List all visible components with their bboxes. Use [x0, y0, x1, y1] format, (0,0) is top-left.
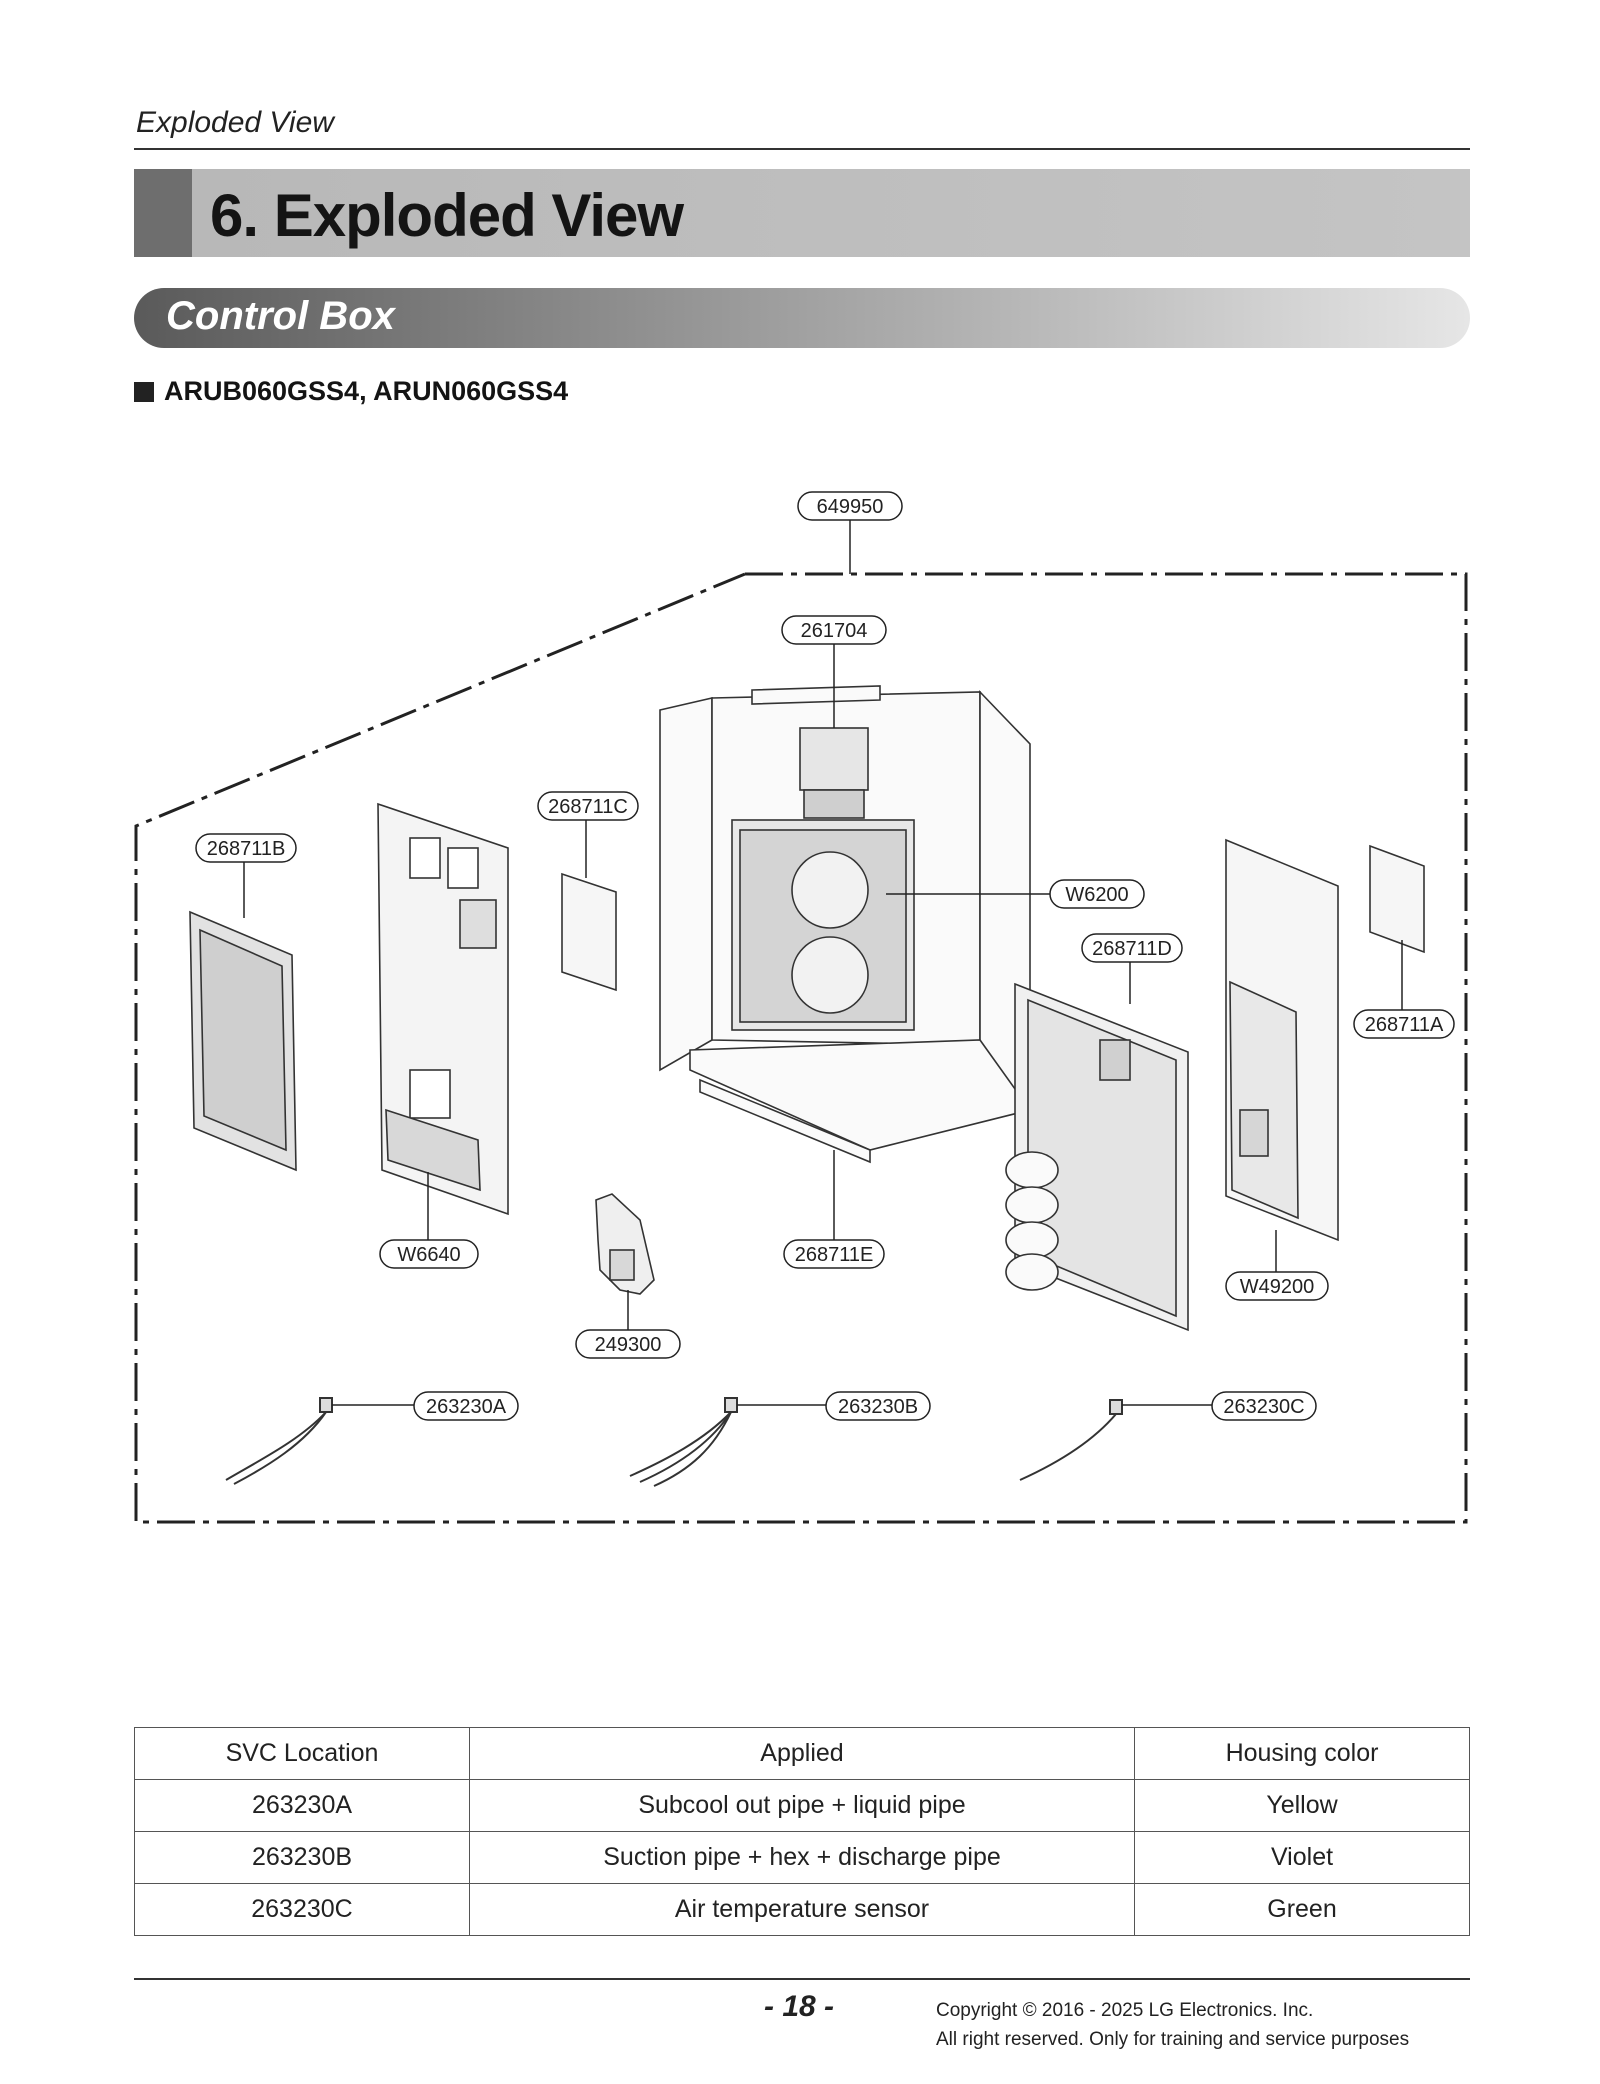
- table-cell: 263230C: [134, 1883, 470, 1936]
- table-row: 263230C Air temperature sensor Green: [134, 1883, 1470, 1936]
- callout-268711E: 268711E: [783, 1239, 885, 1269]
- exploded-view-diagram: 649950 261704 268711C 268711B W6200 2687…: [134, 491, 1468, 1524]
- svg-text:268711C: 268711C: [548, 796, 628, 818]
- callouts: 649950 261704 268711C 268711B W6200 2687…: [195, 491, 1455, 1421]
- table-row: 263230B Suction pipe + hex + discharge p…: [134, 1831, 1470, 1884]
- title-bar: 6. Exploded View: [134, 169, 1470, 257]
- svg-text:W6640: W6640: [397, 1244, 460, 1266]
- callout-263230C: 263230C: [1211, 1391, 1317, 1421]
- table-cell: Green: [1134, 1883, 1470, 1936]
- pcb-268711B: [189, 910, 297, 1172]
- page-number: - 18 -: [764, 1990, 835, 2023]
- section-title: Control Box: [166, 294, 395, 338]
- callout-263230B: 263230B: [825, 1391, 931, 1421]
- svg-text:W49200: W49200: [1240, 1276, 1315, 1298]
- callout-268711D: 268711D: [1081, 933, 1183, 963]
- svg-text:268711E: 268711E: [795, 1244, 874, 1266]
- callout-249300: 249300: [575, 1329, 681, 1359]
- copyright: Copyright © 2016 - 2025 LG Electronics. …: [936, 1996, 1409, 2054]
- capacitor-plate: [731, 727, 915, 1031]
- section-banner: Control Box: [134, 288, 1470, 348]
- svg-text:249300: 249300: [595, 1334, 662, 1356]
- copyright-line-1: Copyright © 2016 - 2025 LG Electronics. …: [936, 2000, 1314, 2021]
- table-cell: 263230A: [134, 1779, 470, 1832]
- svg-text:W6200: W6200: [1065, 884, 1128, 906]
- model-line: ARUB060GSS4, ARUN060GSS4: [134, 376, 568, 407]
- footer-rule: [134, 1978, 1470, 1980]
- callout-268711C: 268711C: [537, 791, 639, 821]
- sensor-263230A: [225, 1397, 333, 1485]
- svg-text:263230B: 263230B: [838, 1396, 918, 1418]
- running-head: Exploded View: [136, 106, 334, 139]
- copyright-line-2: All right reserved. Only for training an…: [936, 2029, 1410, 2050]
- svg-text:263230A: 263230A: [426, 1396, 507, 1418]
- header-rule: [134, 148, 1470, 150]
- bracket-249300: [595, 1193, 655, 1295]
- page-title: 6. Exploded View: [210, 182, 684, 249]
- table-cell: 263230B: [134, 1831, 470, 1884]
- square-bullet-icon: [134, 382, 154, 402]
- callout-W6640: W6640: [379, 1239, 479, 1269]
- callout-268711A: 268711A: [1353, 1009, 1455, 1039]
- table-cell: Violet: [1134, 1831, 1470, 1884]
- leader-lines: [243, 518, 1403, 1406]
- callout-268711B: 268711B: [195, 833, 297, 863]
- table-cell: Air temperature sensor: [469, 1883, 1135, 1936]
- svg-text:268711D: 268711D: [1092, 938, 1172, 960]
- model-numbers: ARUB060GSS4, ARUN060GSS4: [164, 376, 569, 406]
- table-cell: Suction pipe + hex + discharge pipe: [469, 1831, 1135, 1884]
- table-row: 263230A Subcool out pipe + liquid pipe Y…: [134, 1779, 1470, 1832]
- callout-W49200: W49200: [1225, 1271, 1329, 1301]
- callout-263230A: 263230A: [413, 1391, 519, 1421]
- table-cell: Yellow: [1134, 1779, 1470, 1832]
- callout-261704: 261704: [781, 615, 887, 645]
- sensor-263230C: [1019, 1399, 1123, 1481]
- board-268711C: [561, 872, 617, 992]
- svg-text:649950: 649950: [817, 496, 884, 518]
- table-header: SVC Location: [134, 1727, 470, 1780]
- svg-text:268711B: 268711B: [207, 838, 286, 860]
- sensor-263230B: [629, 1397, 738, 1487]
- svc-location-table: SVC Location Applied Housing color 26323…: [134, 1727, 1470, 1936]
- callout-W6200: W6200: [1049, 879, 1145, 909]
- plate-W49200: [1225, 838, 1339, 1242]
- title-tab: [134, 169, 192, 257]
- svg-text:263230C: 263230C: [1223, 1396, 1304, 1418]
- table-header: Applied: [469, 1727, 1135, 1780]
- svg-text:261704: 261704: [801, 620, 868, 642]
- svg-text:268711A: 268711A: [1365, 1014, 1444, 1036]
- callout-649950: 649950: [797, 491, 903, 521]
- table-header: Housing color: [1134, 1727, 1470, 1780]
- assembly-boundary: [134, 572, 1468, 1524]
- table-header-row: SVC Location Applied Housing color: [134, 1727, 1470, 1780]
- pcb-plate-W6640: [377, 802, 509, 1216]
- pcb-268711D: [1005, 982, 1189, 1332]
- board-268711A: [1369, 844, 1425, 954]
- table-cell: Subcool out pipe + liquid pipe: [469, 1779, 1135, 1832]
